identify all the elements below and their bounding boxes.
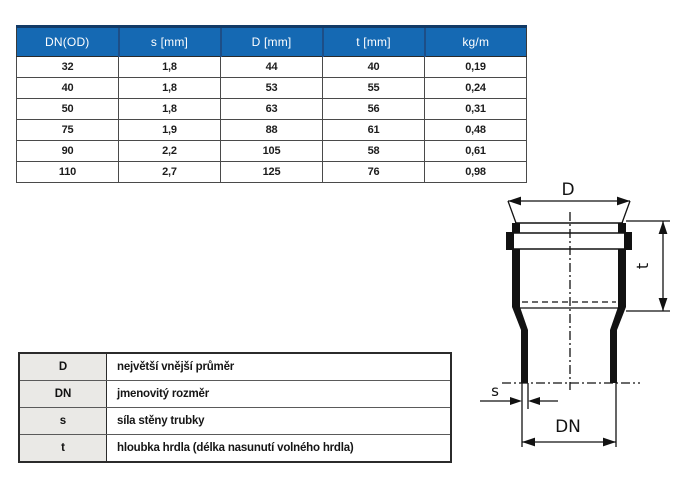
dim-col-header-d: D [mm] — [219, 25, 323, 57]
dim-cell: 88 — [220, 119, 323, 141]
label-t: t — [633, 263, 652, 269]
dim-cell: 0,31 — [424, 98, 527, 120]
list-item: D největší vnější průměr — [18, 352, 452, 381]
dim-cell: 0,98 — [424, 161, 527, 183]
dim-cell: 1,8 — [118, 77, 221, 99]
dim-table-header-row: DN(OD) s [mm] D [mm] t [mm] kg/m — [16, 25, 527, 57]
legend-symbol: D — [18, 352, 107, 381]
table-row: 90 2,2 105 58 0,61 — [16, 140, 527, 162]
label-dn: DN — [555, 417, 581, 437]
dimension-d — [507, 196, 631, 224]
dim-cell: 0,24 — [424, 77, 527, 99]
dim-cell: 32 — [16, 56, 119, 78]
dim-col-header-s: s [mm] — [117, 25, 221, 57]
pipe-dimensions-table: DN(OD) s [mm] D [mm] t [mm] kg/m 32 1,8 … — [16, 25, 527, 183]
dim-col-header-t: t [mm] — [321, 25, 425, 57]
label-s: s — [491, 382, 499, 400]
dim-cell: 2,2 — [118, 140, 221, 162]
table-row: 50 1,8 63 56 0,31 — [16, 98, 527, 120]
dim-cell: 53 — [220, 77, 323, 99]
dim-cell: 1,9 — [118, 119, 221, 141]
dim-cell: 76 — [322, 161, 425, 183]
dim-col-header-kgm: kg/m — [423, 25, 527, 57]
table-row: 75 1,9 88 61 0,48 — [16, 119, 527, 141]
dim-cell: 75 — [16, 119, 119, 141]
legend-description: síla stěny trubky — [106, 407, 452, 435]
pipe-socket-drawing: D — [480, 168, 683, 477]
dim-cell: 56 — [322, 98, 425, 120]
dim-cell: 40 — [16, 77, 119, 99]
table-row: 40 1,8 53 55 0,24 — [16, 77, 527, 99]
socket-outline — [502, 222, 640, 447]
table-row: 110 2,7 125 76 0,98 — [16, 161, 527, 183]
table-row: 32 1,8 44 40 0,19 — [16, 56, 527, 78]
dim-cell: 44 — [220, 56, 323, 78]
label-d: D — [561, 180, 574, 200]
list-item: t hloubka hrdla (délka nasunutí volného … — [18, 434, 452, 463]
dimension-t — [626, 220, 670, 312]
dim-cell: 58 — [322, 140, 425, 162]
legend-description: hloubka hrdla (délka nasunutí volného hr… — [106, 434, 452, 463]
legend-description: jmenovitý rozměr — [106, 380, 452, 408]
dim-cell: 105 — [220, 140, 323, 162]
dim-cell: 2,7 — [118, 161, 221, 183]
dimension-dn — [522, 437, 616, 447]
list-item: s síla stěny trubky — [18, 407, 452, 435]
dim-cell: 1,8 — [118, 56, 221, 78]
legend-description: největší vnější průměr — [106, 352, 452, 381]
dim-cell: 125 — [220, 161, 323, 183]
list-item: DN jmenovitý rozměr — [18, 380, 452, 408]
dim-cell: 61 — [322, 119, 425, 141]
legend-symbol: t — [18, 434, 107, 463]
symbol-legend-table: D největší vnější průměr DN jmenovitý ro… — [18, 352, 452, 463]
dim-cell: 0,19 — [424, 56, 527, 78]
dimension-s — [480, 397, 558, 405]
dim-col-header-dnod: DN(OD) — [16, 25, 119, 57]
legend-symbol: DN — [18, 380, 107, 408]
dim-cell: 90 — [16, 140, 119, 162]
dim-cell: 110 — [16, 161, 119, 183]
dim-cell: 40 — [322, 56, 425, 78]
dim-cell: 1,8 — [118, 98, 221, 120]
dim-cell: 55 — [322, 77, 425, 99]
dim-cell: 50 — [16, 98, 119, 120]
dim-cell: 63 — [220, 98, 323, 120]
legend-symbol: s — [18, 407, 107, 435]
dim-cell: 0,61 — [424, 140, 527, 162]
dim-cell: 0,48 — [424, 119, 527, 141]
